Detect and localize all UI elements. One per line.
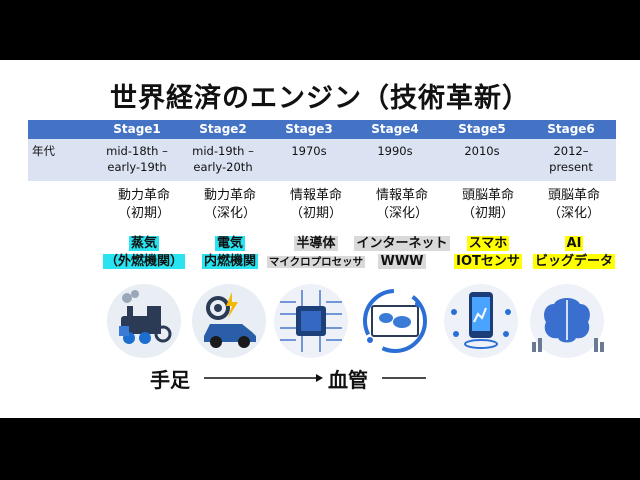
stage-header: Stage2	[199, 122, 247, 136]
continuation-line	[382, 377, 426, 379]
years-cell: 1970s	[291, 144, 327, 158]
electric-car-icon	[192, 284, 266, 358]
years-cell: mid-19th –early-20th	[192, 144, 254, 174]
years-cell: 2010s	[464, 144, 500, 158]
row-label: 年代	[32, 144, 55, 158]
slide-title: 世界経済のエンジン（技術革新）	[110, 83, 530, 114]
technology-label: 半導体マイクロプロセッサ	[266, 236, 366, 268]
revolution-label: 頭脳革命（初期）	[461, 188, 514, 221]
metaphor-left: 手足	[150, 368, 190, 392]
revolution-label: 情報革命（初期）	[289, 188, 342, 221]
technology-label: 蒸気（外燃機関）	[102, 236, 185, 269]
revolution-label: 動力革命（初期）	[117, 188, 170, 221]
stage-header: Stage1	[113, 122, 161, 136]
global-network-icon	[363, 289, 427, 353]
stage-header: Stage3	[285, 122, 333, 136]
revolution-label: 情報革命（深化）	[375, 188, 428, 221]
right-arrow-icon	[204, 374, 323, 382]
years-cell: mid-18th –early-19th	[106, 144, 168, 174]
years-cell: 2012–present	[549, 144, 593, 174]
slide: 世界経済のエンジン（技術革新） Stage1 Stage2 Stage3 Sta…	[0, 60, 640, 418]
table-row-years: 年代 mid-18th –early-19th mid-19th –early-…	[28, 139, 616, 181]
revolution-label: 頭脳革命（深化）	[547, 188, 600, 221]
technology-label: 電気内燃機関	[201, 236, 258, 269]
microchip-icon	[274, 284, 348, 358]
stage-header: Stage4	[371, 122, 419, 136]
revolution-label: 動力革命（深化）	[203, 188, 256, 221]
stage-header: Stage6	[547, 122, 595, 136]
steam-locomotive-icon	[107, 284, 181, 358]
stage-header: Stage5	[458, 122, 506, 136]
table-header-row: Stage1 Stage2 Stage3 Stage4 Stage5 Stage…	[28, 120, 616, 139]
smartphone-iot-icon	[444, 284, 518, 358]
years-cell: 1990s	[377, 144, 413, 158]
ai-brain-icon	[530, 284, 604, 358]
metaphor-right: 血管	[328, 368, 368, 392]
